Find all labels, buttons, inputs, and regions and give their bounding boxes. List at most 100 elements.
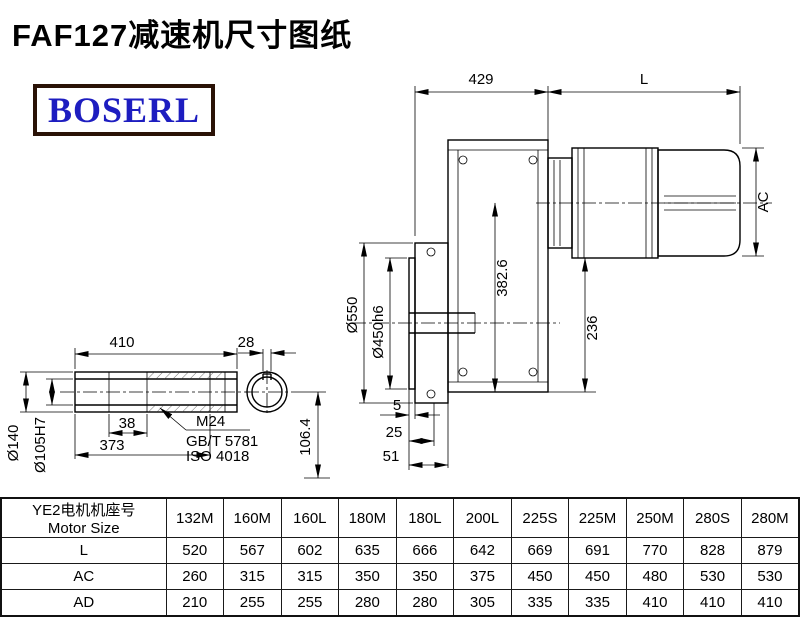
cell-value: 770 xyxy=(625,537,685,564)
table-row-AD: AD 210 255 255 280 280 305 335 335 410 4… xyxy=(0,589,800,616)
dim-step-38: 38 xyxy=(108,414,148,437)
dim-550-label: Ø550 xyxy=(344,297,361,334)
page-title: FAF127减速机尺寸图纸 xyxy=(12,18,353,53)
cell-value: 530 xyxy=(683,563,742,590)
row-label: AC xyxy=(0,563,167,590)
cell-value: 666 xyxy=(395,537,455,564)
cell-value: 828 xyxy=(683,537,742,564)
cell-value: 260 xyxy=(165,563,225,590)
column-header: 160M xyxy=(223,497,282,538)
technical-drawing: 429 L AC Ø550 Ø450h6 382.6 xyxy=(5,71,772,479)
cell-value: 255 xyxy=(280,589,340,616)
cell-value: 350 xyxy=(395,563,455,590)
dim-236-label: 236 xyxy=(584,315,601,340)
dim-shaft-od: Ø140 xyxy=(5,371,73,462)
cell-value: 450 xyxy=(510,563,570,590)
cell-value: 255 xyxy=(223,589,282,616)
main-view: 429 L AC Ø550 Ø450h6 382.6 xyxy=(344,71,772,470)
dim-flange-od: Ø550 xyxy=(344,242,413,404)
motor xyxy=(547,147,741,259)
dim-382-label: 382.6 xyxy=(494,259,511,297)
cell-value: 520 xyxy=(165,537,225,564)
thread-note: M24 GB/T 5781 ISO 4018 xyxy=(159,407,258,465)
column-header: 225S xyxy=(510,497,570,538)
header-en: Motor Size xyxy=(47,520,120,537)
cell-value: 480 xyxy=(625,563,685,590)
row-label: AD xyxy=(0,589,167,616)
table-row-L: L 520 567 602 635 666 642 669 691 770 82… xyxy=(0,537,800,564)
cell-value: 410 xyxy=(740,589,800,616)
column-header: 250M xyxy=(625,497,685,538)
cell-value: 280 xyxy=(395,589,455,616)
note-iso4018-label: ISO 4018 xyxy=(186,448,249,465)
column-header: 225M xyxy=(568,497,627,538)
section-hatch xyxy=(147,372,225,379)
header-cn: YE2电机机座号 xyxy=(32,502,136,519)
dim-motor-ac: AC xyxy=(742,147,772,257)
dim-450h6-label: Ø450h6 xyxy=(370,305,387,358)
cell-value: 315 xyxy=(280,563,340,590)
cell-value: 530 xyxy=(740,563,800,590)
dim-L-label: L xyxy=(640,71,648,88)
boserl-logo: BOSERL xyxy=(33,84,215,136)
column-header: 280S xyxy=(683,497,742,538)
section-hatch xyxy=(147,405,225,412)
shaft-detail-view: 410 38 373 Ø140 Ø105H7 xyxy=(5,334,330,479)
column-header: 180M xyxy=(338,497,397,538)
cell-value: 635 xyxy=(338,537,397,564)
dim-25-label: 25 xyxy=(386,424,403,441)
column-header: 200L xyxy=(453,497,512,538)
shaft-end-view: 28 xyxy=(238,334,296,414)
dim-28-label: 28 xyxy=(238,334,255,351)
dim-height-236: 236 xyxy=(548,257,601,393)
note-gb5781-label: GB/T 5781 xyxy=(186,433,258,450)
cell-value: 642 xyxy=(453,537,512,564)
dim-5-label: 5 xyxy=(393,397,401,414)
column-header: 160L xyxy=(280,497,340,538)
motor-size-header: YE2电机机座号 Motor Size xyxy=(0,497,167,538)
dim-flange-offsets: 5 25 51 xyxy=(380,389,449,470)
dim-bore-depth-373: 373 xyxy=(74,414,211,459)
cell-value: 602 xyxy=(280,537,340,564)
dim-373-label: 373 xyxy=(99,437,124,454)
cell-value: 315 xyxy=(223,563,282,590)
cell-value: 335 xyxy=(510,589,570,616)
row-label: L xyxy=(0,537,167,564)
cell-value: 410 xyxy=(683,589,742,616)
dim-total-length: 429 L xyxy=(414,71,741,236)
table-header-row: YE2电机机座号 Motor Size 132M 160M 160L 180M … xyxy=(0,497,800,538)
note-m24-label: M24 xyxy=(196,413,225,430)
cell-value: 210 xyxy=(165,589,225,616)
dim-51-label: 51 xyxy=(383,448,400,465)
dim-shaft-length: 410 xyxy=(74,334,238,369)
dim-106-label: 106.4 xyxy=(297,418,314,456)
mounting-flange xyxy=(408,242,476,404)
cell-value: 669 xyxy=(510,537,570,564)
dim-429-label: 429 xyxy=(468,71,493,88)
cell-value: 691 xyxy=(568,537,627,564)
cell-value: 410 xyxy=(625,589,685,616)
dim-105h7-label: Ø105H7 xyxy=(32,417,49,473)
motor-size-table: YE2电机机座号 Motor Size 132M 160M 160L 180M … xyxy=(0,497,800,617)
cell-value: 450 xyxy=(568,563,627,590)
logo-text: BOSERL xyxy=(47,90,201,130)
column-header: 132M xyxy=(165,497,225,538)
cell-value: 350 xyxy=(338,563,397,590)
dim-axis-height: 106.4 xyxy=(291,391,330,479)
dim-ac-label: AC xyxy=(755,191,772,212)
fan-cowl xyxy=(657,149,741,257)
cell-value: 879 xyxy=(740,537,800,564)
dim-38-label: 38 xyxy=(119,415,136,432)
dim-410-label: 410 xyxy=(109,334,134,351)
cell-value: 375 xyxy=(453,563,512,590)
dim-spigot-dia: Ø450h6 xyxy=(370,257,407,390)
column-header: 280M xyxy=(740,497,800,538)
dim-height-382: 382.6 xyxy=(492,202,511,393)
table-row-AC: AC 260 315 315 350 350 375 450 450 480 5… xyxy=(0,563,800,590)
cell-value: 305 xyxy=(453,589,512,616)
dim-bore-dia: Ø105H7 xyxy=(32,378,73,473)
cell-value: 280 xyxy=(338,589,397,616)
dim-140-label: Ø140 xyxy=(5,425,22,462)
cell-value: 567 xyxy=(223,537,282,564)
column-header: 180L xyxy=(395,497,455,538)
